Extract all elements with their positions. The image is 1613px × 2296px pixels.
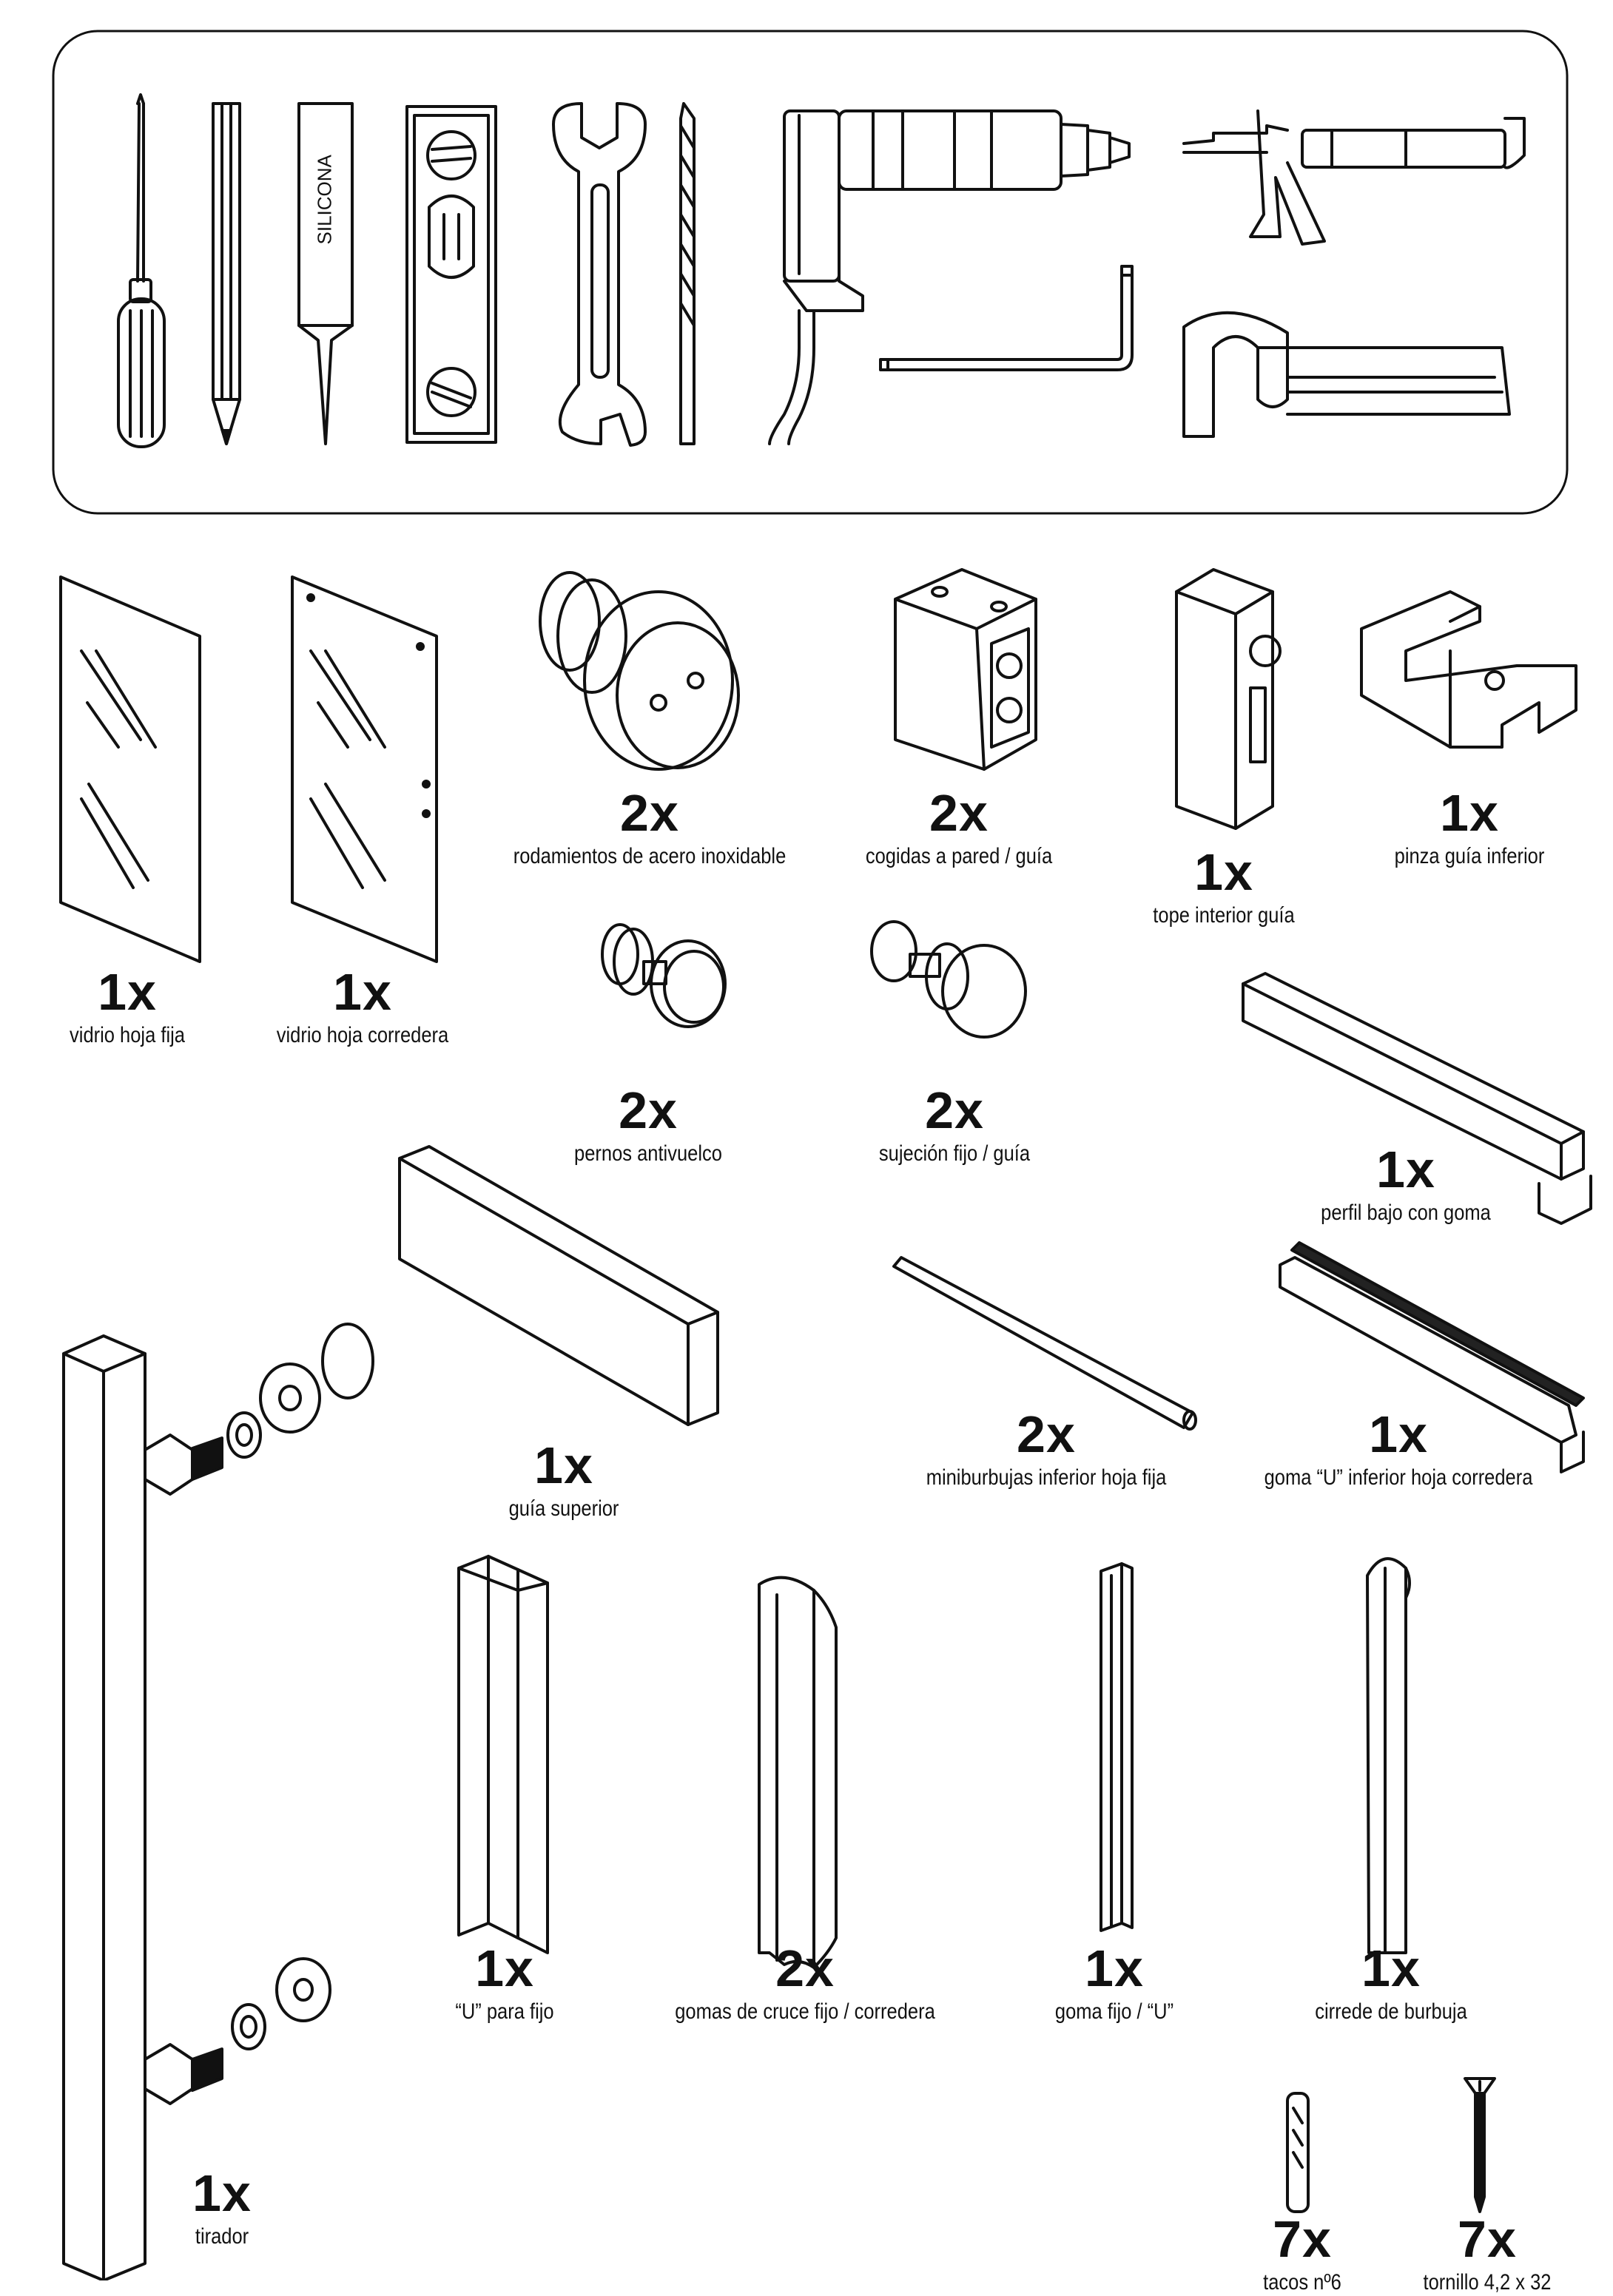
- part-top-guide: 1x guía superior: [499, 1439, 628, 1522]
- part-label: miniburbujas inferior hoja fija: [926, 1465, 1167, 1490]
- part-label: vidrio hoja corredera: [276, 1023, 449, 1047]
- pencil-icon: [212, 102, 241, 445]
- part-quantity: 1x: [333, 963, 392, 1021]
- part-label: goma fijo / “U”: [1054, 1999, 1174, 2024]
- part-label: gomas de cruce fijo / corredera: [675, 1999, 935, 2024]
- bubble-closure-image: [1366, 1557, 1411, 1954]
- part-label: tornillo 4,2 x 32: [1423, 2270, 1552, 2295]
- part-guide-stop: 1x tope interior guía: [1140, 846, 1307, 929]
- part-quantity: 1x: [1085, 1939, 1144, 1997]
- part-label: pinza guía inferior: [1394, 844, 1545, 868]
- part-label: goma “U” inferior hoja corredera: [1264, 1465, 1533, 1490]
- part-quantity: 1x: [192, 2164, 252, 2222]
- part-label: cirrede de burbuja: [1315, 1999, 1467, 2024]
- u-rubber-bottom-image: [1279, 1241, 1585, 1473]
- part-label: sujeción fijo / guía: [878, 1141, 1031, 1166]
- glass-fixed-panel-image: [59, 575, 201, 963]
- part-quantity: 1x: [1194, 843, 1253, 901]
- part-label: “U” para fijo: [455, 1999, 554, 2024]
- anti-lift-bolt-image: [601, 923, 727, 1028]
- screwdriver-icon: [117, 93, 166, 448]
- part-quantity: 7x: [1273, 2210, 1332, 2268]
- mini-bubble-seal-image: [892, 1256, 1197, 1431]
- part-label: tacos nº6: [1263, 2270, 1341, 2295]
- silicone-tube-icon: [297, 102, 354, 445]
- part-fixed-guide-fastener: 2x sujeción fijo / guía: [866, 1084, 1043, 1167]
- part-quantity: 1x: [1376, 1141, 1435, 1198]
- part-mini-bubbles: 2x miniburbujas inferior hoja fija: [905, 1408, 1188, 1491]
- wrench-icon: [552, 102, 647, 447]
- part-anti-lift-bolts: 2x pernos antivuelco: [561, 1084, 735, 1167]
- part-bubble-closure: 1x cirrede de burbuja: [1301, 1942, 1481, 2025]
- part-label: tirador: [195, 2224, 249, 2249]
- part-bearings: 2x rodamientos de acero inoxidable: [489, 787, 810, 870]
- caulking-gun-icon: [1182, 109, 1526, 246]
- part-quantity: 7x: [1458, 2210, 1517, 2268]
- part-quantity: 1x: [1361, 1939, 1421, 1997]
- hacksaw-icon: [1182, 311, 1511, 438]
- part-wall-brackets: 2x cogidas a pared / guía: [849, 787, 1069, 870]
- bottom-guide-clip-image: [1360, 590, 1577, 749]
- tools-panel: [52, 30, 1569, 515]
- part-label: pernos antivuelco: [574, 1141, 722, 1166]
- part-label: perfil bajo con goma: [1321, 1201, 1491, 1225]
- screw-image: [1464, 2077, 1496, 2213]
- fixed-u-rubber-image: [1100, 1562, 1134, 1932]
- part-fixed-u-rubber: 1x goma fijo / “U”: [1045, 1942, 1184, 2025]
- part-quantity: 1x: [534, 1436, 593, 1494]
- part-u-rubber-bottom: 1x goma “U” inferior hoja corredera: [1241, 1408, 1557, 1491]
- wall-bracket-image: [894, 568, 1037, 771]
- part-low-profile: 1x perfil bajo con goma: [1306, 1144, 1506, 1226]
- part-handle: 1x tirador: [190, 2167, 253, 2250]
- wall-plug-image: [1286, 2092, 1310, 2213]
- drill-bit-icon: [679, 102, 696, 445]
- part-wall-plugs: 7x tacos nº6: [1256, 2213, 1348, 2296]
- part-quantity: 2x: [775, 1939, 835, 1997]
- part-glass-sliding: 1x vidrio hoja corredera: [261, 966, 463, 1049]
- roller-bearing-image: [539, 571, 740, 771]
- part-label: cogidas a pared / guía: [865, 844, 1053, 868]
- part-label: tope interior guía: [1153, 903, 1295, 928]
- part-quantity: 2x: [929, 784, 989, 842]
- part-label: rodamientos de acero inoxidable: [513, 844, 787, 868]
- crossing-rubber-image: [758, 1576, 838, 1969]
- part-label: guía superior: [508, 1496, 619, 1521]
- fixed-guide-fastener-image: [870, 920, 1027, 1039]
- part-quantity: 1x: [1440, 784, 1499, 842]
- part-quantity: 1x: [475, 1939, 534, 1997]
- part-quantity: 2x: [925, 1081, 984, 1139]
- part-label: vidrio hoja fija: [70, 1023, 185, 1047]
- part-quantity: 2x: [619, 1081, 678, 1139]
- part-crossing-rubbers: 2x gomas de cruce fijo / corredera: [652, 1942, 958, 2025]
- power-drill-icon: [768, 109, 1131, 445]
- part-quantity: 1x: [98, 963, 157, 1021]
- part-quantity: 1x: [1369, 1405, 1428, 1463]
- silicone-tube-label: SILICONA: [313, 155, 336, 245]
- part-glass-fixed: 1x vidrio hoja fija: [59, 966, 195, 1049]
- spirit-level-icon: [405, 105, 497, 444]
- pull-handle-image: [62, 1323, 374, 2280]
- glass-sliding-panel-image: [291, 575, 438, 963]
- guide-stop-image: [1175, 568, 1282, 830]
- u-profile-fixed-image: [457, 1555, 549, 1954]
- part-quantity: 2x: [620, 784, 679, 842]
- part-bottom-guide-clip: 1x pinza guía inferior: [1381, 787, 1558, 870]
- part-quantity: 2x: [1017, 1405, 1076, 1463]
- top-guide-image: [398, 1145, 719, 1426]
- part-screws: 7x tornillo 4,2 x 32: [1412, 2213, 1562, 2296]
- low-profile-with-rubber-image: [1242, 972, 1592, 1225]
- part-u-fixed: 1x “U” para fijo: [447, 1942, 563, 2025]
- allen-key-icon: [879, 265, 1134, 371]
